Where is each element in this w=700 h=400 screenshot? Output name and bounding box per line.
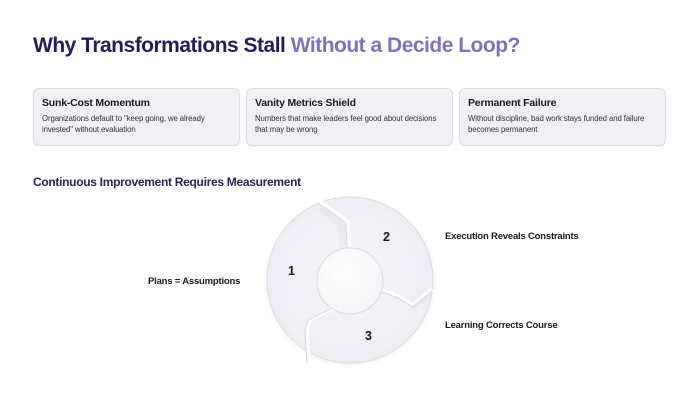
cycle-center bbox=[316, 247, 384, 315]
segment-number-1: 1 bbox=[288, 264, 295, 278]
seam-2-3 bbox=[381, 287, 434, 308]
segment-number-2: 2 bbox=[383, 230, 390, 244]
card-vanity-metrics: Vanity Metrics Shield Numbers that make … bbox=[246, 88, 453, 146]
card-sunk-cost: Sunk-Cost Momentum Organizations default… bbox=[33, 88, 240, 146]
page-title-accent: Without a Decide Loop? bbox=[290, 34, 521, 57]
card-description: Organizations default to "keep going, we… bbox=[42, 114, 205, 134]
segment-label-execution: Execution Reveals Constraints bbox=[445, 231, 579, 242]
segment-label-learning: Learning Corrects Course bbox=[445, 320, 558, 331]
cycle-ring bbox=[266, 196, 434, 364]
section-subtitle: Continuous Improvement Requires Measurem… bbox=[33, 175, 301, 189]
card-title: Vanity Metrics Shield bbox=[255, 97, 356, 109]
card-description: Without discipline, bad work stays funde… bbox=[468, 114, 645, 134]
card-title: Permanent Failure bbox=[468, 97, 557, 109]
segment-number-3: 3 bbox=[365, 329, 372, 343]
seam-1-2 bbox=[318, 200, 351, 250]
seam-3-1 bbox=[304, 306, 335, 364]
segment-label-plans: Plans = Assumptions bbox=[148, 276, 241, 287]
problem-cards: Sunk-Cost Momentum Organizations default… bbox=[33, 88, 667, 146]
page-title: Why Transformations Stall Without a Deci… bbox=[33, 34, 520, 58]
card-title: Sunk-Cost Momentum bbox=[42, 97, 150, 109]
card-description: Numbers that make leaders feel good abou… bbox=[255, 114, 437, 134]
card-permanent-failure: Permanent Failure Without discipline, ba… bbox=[459, 88, 666, 146]
page-title-main: Why Transformations Stall bbox=[33, 34, 286, 57]
